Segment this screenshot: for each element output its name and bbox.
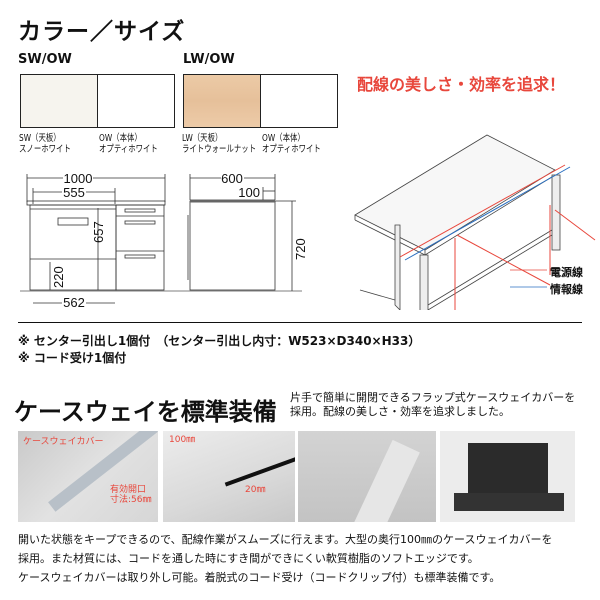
page-title: カラー／サイズ: [18, 19, 186, 45]
desk-wiring-illustration: [354, 134, 596, 310]
note-center-drawer: ※ センター引出し1個付 （センター引出し内寸：W523×D340×H33）: [18, 334, 421, 348]
dim-width: 1000: [64, 171, 93, 186]
caseway-summary: 片手で簡単に開閉できるフラップ式ケースウェイカバーを採用。配線の美しさ・効率を追…: [290, 391, 576, 418]
swatch-caption: LW（天板）ライトウォールナット: [182, 133, 257, 155]
dim-lower-height: 220: [51, 266, 66, 288]
photo-opening-cover: [298, 431, 436, 522]
photo-cord-holder: [440, 431, 575, 522]
dim-caseway: 100: [238, 185, 260, 200]
swatch-caption: OW（本体）オプティホワイト: [99, 133, 158, 155]
dim-inner-height: 657: [91, 221, 106, 243]
legend-data-line: 情報線: [550, 283, 583, 296]
color-set-label: LW/OW: [183, 52, 235, 67]
dimension-drawing: 1000 555 657 220 562 600 100 720: [20, 171, 308, 310]
note-cord-holder: ※ コード受け1個付: [18, 351, 127, 365]
caseway-heading: ケースウェイを標準装備: [14, 398, 277, 426]
swatch-caption: SW（天板）スノーホワイト: [19, 133, 71, 155]
swatch-lw: [183, 74, 261, 128]
photo-caseway-cover: ケースウェイカバー 有効開口 寸法:56㎜: [18, 431, 158, 522]
caseway-description: 開いた状態をキープできるので、配線作業がスムーズに行えます。大型の奥行100㎜の…: [18, 533, 553, 584]
divider: [18, 322, 582, 323]
legend-power-line: 電源線: [550, 266, 583, 279]
color-set-label: SW/OW: [18, 52, 72, 67]
swatch-ow: [260, 74, 338, 128]
swatch-sw: [20, 74, 98, 128]
swatch-ow: [97, 74, 175, 128]
dim-drawer-width: 555: [63, 185, 85, 200]
swatch-caption: OW（本体）オプティホワイト: [262, 133, 321, 155]
wiring-headline: 配線の美しさ・効率を追求！: [357, 75, 566, 94]
dim-height: 720: [293, 238, 308, 260]
dim-depth: 600: [221, 171, 243, 186]
dim-knee-width: 562: [63, 295, 85, 310]
photo-caseway-depth: 100㎜ 20㎜: [163, 431, 295, 522]
